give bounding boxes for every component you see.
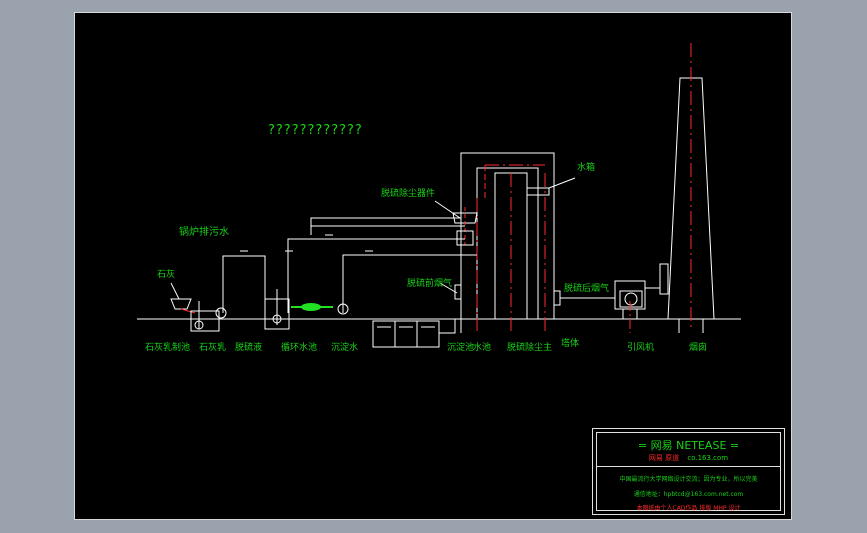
title-block-divider bbox=[597, 466, 780, 467]
spray-head bbox=[452, 212, 478, 224]
drawing-sheet: ???????????? 石灰 锅炉排污水 脱硫除尘器件 水箱 脱硫前烟气 脱硫… bbox=[74, 12, 792, 520]
lime-hopper bbox=[170, 298, 192, 310]
title-block-site: 网易 原道 co.163.com bbox=[597, 453, 780, 463]
pipe-low bbox=[342, 254, 477, 313]
title-block-inner: = 网易 NETEASE = 网易 原道 co.163.com 中国最流行大学网… bbox=[596, 432, 781, 512]
inlet-nozzle bbox=[456, 230, 474, 246]
process-flow-diagram bbox=[137, 43, 741, 348]
settling-pool-3 bbox=[416, 320, 440, 348]
tower-outer-frame bbox=[460, 152, 555, 319]
pump-2 bbox=[337, 303, 349, 315]
pipe-high bbox=[310, 217, 461, 235]
label-tower-body: 塔体 bbox=[561, 339, 580, 349]
label-circ-water: 循环水池 bbox=[281, 343, 318, 353]
title-block-brand: = 网易 NETEASE = bbox=[637, 439, 740, 452]
water-tank bbox=[526, 187, 550, 196]
title-block: = 网易 NETEASE = 网易 原道 co.163.com 中国最流行大学网… bbox=[592, 428, 785, 515]
leader-tower-top bbox=[434, 200, 461, 219]
settling-pool-2 bbox=[394, 320, 418, 348]
pipe-mid bbox=[287, 238, 465, 313]
chimney bbox=[667, 77, 715, 320]
lime-hopper-leader bbox=[170, 282, 180, 300]
fan-wheel bbox=[624, 292, 638, 306]
label-flue-out: 脱硫后烟气 bbox=[564, 284, 610, 294]
flue-out-port bbox=[553, 290, 561, 306]
water-tank-leader bbox=[548, 177, 576, 189]
pipe-lime bbox=[222, 255, 266, 313]
label-fan: 引风机 bbox=[627, 343, 655, 353]
label-boiler-wastewater: 锅炉排污水 bbox=[179, 227, 229, 238]
tank-agitator-blade-1 bbox=[194, 320, 204, 330]
reaction-tank-blade bbox=[272, 314, 282, 324]
diagram-title: ???????????? bbox=[268, 123, 363, 138]
title-block-site-name: 网易 原道 bbox=[648, 454, 680, 462]
lime-slurry-tank bbox=[190, 310, 220, 332]
label-sed-water: 沉淀水 bbox=[331, 343, 359, 353]
settling-pool-1 bbox=[372, 320, 396, 348]
pipe-top bbox=[310, 225, 465, 235]
label-desulf-tower-top: 脱硫除尘器件 bbox=[381, 189, 436, 199]
title-block-site-url: co.163.com bbox=[687, 454, 729, 462]
label-desulf-liquid: 脱硫液 bbox=[235, 343, 263, 353]
flue-in-leader bbox=[439, 282, 458, 294]
fan-housing bbox=[619, 290, 643, 308]
label-desulf-main: 脱硫除尘主 bbox=[507, 343, 553, 353]
label-chimney: 烟囱 bbox=[689, 343, 708, 353]
label-lime-silo: 石灰乳 bbox=[199, 343, 227, 353]
title-block-line3: 本图纸由个人CAD作品 排版 MHP 设计 bbox=[636, 505, 741, 512]
label-water-tank: 水箱 bbox=[577, 163, 596, 173]
title-block-line1: 中国最流行大学网络设计交流；因为专业，所以完美 bbox=[619, 476, 758, 483]
lime-feed bbox=[180, 308, 196, 314]
chimney-inlet bbox=[659, 263, 669, 295]
label-lime-slurry: 石灰乳制池 bbox=[145, 343, 191, 353]
label-water-pool: 水池 bbox=[473, 343, 492, 353]
title-block-line2: 通信地址：hpbtcd@163.com.net.com bbox=[633, 491, 744, 498]
pump-1 bbox=[215, 307, 227, 319]
label-settling: 沉淀池 bbox=[447, 343, 475, 353]
tower-inner-frame bbox=[476, 167, 539, 319]
label-flue-in: 脱硫前烟气 bbox=[407, 279, 453, 289]
return-pipe bbox=[439, 319, 456, 334]
label-lime: 石灰 bbox=[157, 270, 176, 280]
